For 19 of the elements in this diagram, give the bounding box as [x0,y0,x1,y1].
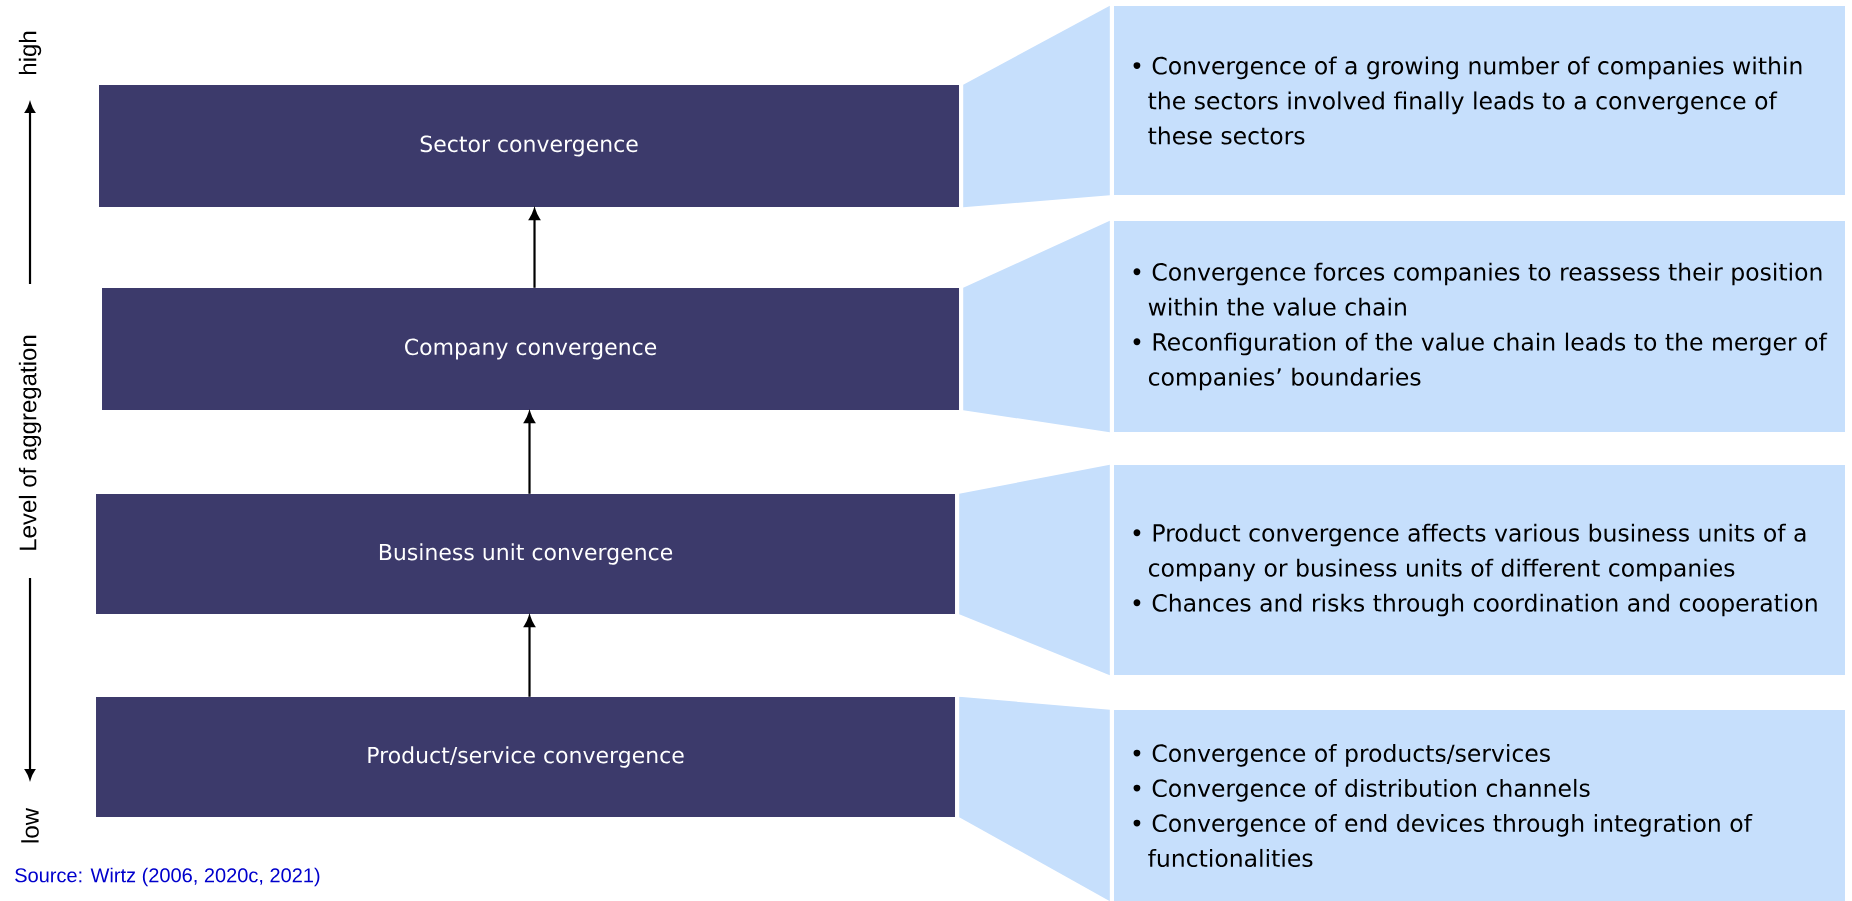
axis-title: Level of aggregation [18,335,42,550]
arrow [529,208,540,288]
arrow [524,411,535,494]
level-box: Product/service convergence [96,697,955,817]
arrow [524,615,535,697]
level-box: Company convergence [102,288,959,410]
connector-band [963,5,1110,208]
connector-band [959,696,1110,901]
description-box: • Convergence of a growing number of companies within the sectors involved finally leads to a convergence of these sectors [1114,6,1845,195]
source-note: Source: Wirtz (2006, 2020c, 2021) [15,867,320,887]
description-box: • Convergence of products/services • Convergence of distribution channels • Convergence of end devices through integration of functionalities [1114,710,1845,901]
axis-label: low [21,807,39,843]
level-box: Business unit convergence [96,494,955,614]
level-box: Sector convergence [99,85,959,207]
connector-band [959,464,1110,676]
description-box: • Convergence forces companies to reassess their position within the value chain • Reconfiguration of the value chain leads to the merger of companies’ boundaries [1114,221,1845,432]
axis-label: high [18,31,42,74]
description-box: • Product convergence affects various business units of a company or business units of different companies • Chances and risks through coordination and cooperation [1114,465,1845,675]
connector-band [963,220,1110,433]
